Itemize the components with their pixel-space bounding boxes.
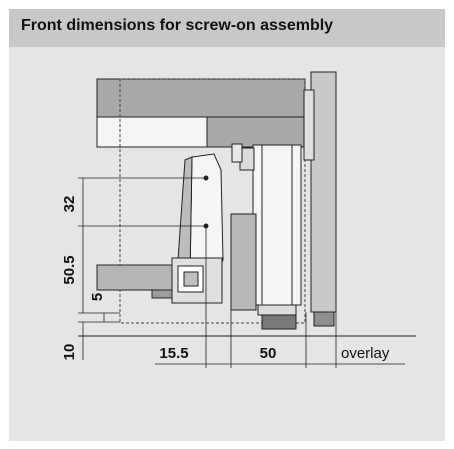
top-rail (96, 78, 306, 148)
cabinet-outline-dashed (119, 78, 306, 324)
dim-label-50: 50 (260, 345, 277, 362)
bottom-runner (96, 257, 223, 304)
dim-label-5: 5 (89, 293, 106, 301)
dim-label-10: 10 (61, 344, 78, 361)
panel-title: Front dimensions for screw-on assembly (21, 17, 334, 34)
panel-header: Front dimensions for screw-on assembly (9, 9, 445, 47)
dim-label-50-5: 50.5 (61, 255, 78, 284)
front-panel (177, 153, 224, 277)
dim-label-15-5: 15.5 (159, 345, 188, 362)
hinge-point-upper (203, 175, 209, 181)
dim-label-overlay: overlay (341, 345, 390, 362)
lift-column (231, 143, 302, 330)
rear-block (230, 213, 257, 311)
dim-label-32: 32 (61, 196, 78, 213)
side-panel (303, 71, 337, 327)
